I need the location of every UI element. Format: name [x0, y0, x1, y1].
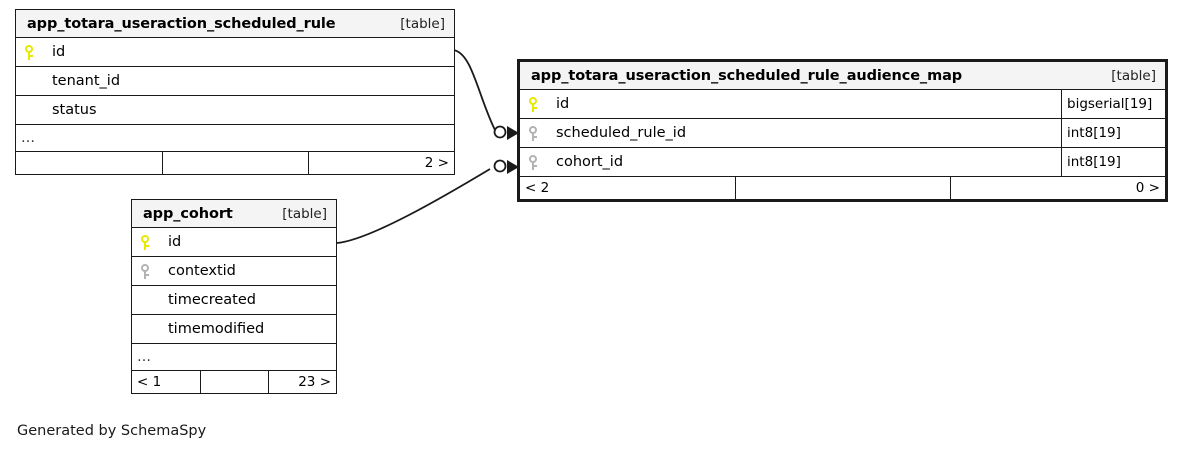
footer-prev-count[interactable]	[16, 152, 162, 174]
table-kind-label: [table]	[400, 15, 445, 32]
table-footer: < 1 23 >	[132, 371, 336, 393]
column-type: int8[19]	[1061, 148, 1165, 176]
footer-next-count[interactable]: 0 >	[950, 177, 1165, 199]
key-slot	[529, 96, 551, 112]
table-title: app_totara_useraction_scheduled_rule_aud…	[531, 67, 963, 84]
key-slot	[141, 234, 163, 250]
footer-middle	[735, 177, 950, 199]
foreign-key-icon	[141, 263, 149, 279]
column-name: timemodified	[168, 321, 265, 337]
column-name: id	[168, 234, 182, 250]
edge-cohort-to-audience-map	[336, 168, 491, 244]
edge-scheduled-rule-to-audience-map	[452, 49, 496, 131]
column-name: contextid	[168, 263, 236, 279]
table-app-totara-useraction-scheduled-rule[interactable]: app_totara_useraction_scheduled_rule [ta…	[15, 9, 455, 175]
table-row[interactable]: tenant_id	[16, 67, 454, 96]
key-slot	[141, 263, 163, 279]
column-name: id	[556, 96, 570, 112]
column-name: scheduled_rule_id	[556, 125, 687, 141]
table-row[interactable]: id	[132, 228, 336, 257]
table-row[interactable]: id bigserial[19]	[520, 90, 1165, 119]
edge-many-arrow-scheduled-rule	[507, 126, 519, 140]
table-header: app_cohort [table]	[132, 200, 336, 228]
edge-zero-marker-scheduled-rule	[493, 125, 507, 139]
table-row[interactable]: scheduled_rule_id int8[19]	[520, 119, 1165, 148]
generated-by-credit: Generated by SchemaSpy	[17, 423, 207, 439]
foreign-key-icon	[529, 125, 537, 141]
primary-key-icon	[529, 96, 537, 112]
table-header: app_totara_useraction_scheduled_rule [ta…	[16, 10, 454, 38]
footer-prev-count[interactable]: < 2	[525, 180, 550, 196]
footer-prev-count[interactable]: < 1	[137, 374, 162, 390]
table-header: app_totara_useraction_scheduled_rule_aud…	[520, 62, 1165, 90]
column-cell: timemodified	[132, 315, 336, 343]
table-row[interactable]: contextid	[132, 257, 336, 286]
footer-middle	[200, 371, 268, 393]
primary-key-icon	[141, 234, 149, 250]
key-slot	[529, 154, 551, 170]
table-row[interactable]: timecreated	[132, 286, 336, 315]
column-cell: cohort_id	[520, 148, 1061, 176]
key-slot	[25, 44, 47, 60]
table-row[interactable]: cohort_id int8[19]	[520, 148, 1165, 177]
column-name: id	[52, 44, 66, 60]
foreign-key-icon	[529, 154, 537, 170]
column-name: cohort_id	[556, 154, 624, 170]
edge-zero-marker-cohort	[493, 159, 507, 173]
column-cell: timecreated	[132, 286, 336, 314]
table-footer: < 2 0 >	[520, 177, 1165, 199]
footer-next-count[interactable]: 2 >	[308, 152, 454, 174]
primary-key-icon	[25, 44, 33, 60]
table-row[interactable]: id	[16, 38, 454, 67]
footer-next-count[interactable]: 23 >	[268, 371, 336, 393]
more-columns-indicator: …	[132, 344, 336, 371]
column-cell: id	[520, 90, 1061, 118]
column-cell: id	[16, 38, 454, 66]
table-kind-label: [table]	[282, 205, 327, 222]
table-kind-label: [table]	[1111, 67, 1156, 84]
column-cell: status	[16, 96, 454, 124]
column-name: tenant_id	[52, 73, 121, 89]
table-footer: 2 >	[16, 152, 454, 174]
more-columns-indicator: …	[16, 125, 454, 152]
edge-many-arrow-cohort	[507, 160, 519, 174]
table-title: app_totara_useraction_scheduled_rule	[27, 15, 336, 32]
column-cell: scheduled_rule_id	[520, 119, 1061, 147]
column-type: bigserial[19]	[1061, 90, 1165, 118]
column-type: int8[19]	[1061, 119, 1165, 147]
column-name: timecreated	[168, 292, 256, 308]
table-row[interactable]: timemodified	[132, 315, 336, 344]
column-cell: id	[132, 228, 336, 256]
column-name: status	[52, 102, 97, 118]
column-cell: contextid	[132, 257, 336, 285]
table-app-cohort[interactable]: app_cohort [table] id context	[131, 199, 337, 394]
column-cell: tenant_id	[16, 67, 454, 95]
table-row[interactable]: status	[16, 96, 454, 125]
table-app-totara-useraction-scheduled-rule-audience-map[interactable]: app_totara_useraction_scheduled_rule_aud…	[517, 59, 1168, 202]
footer-middle	[162, 152, 308, 174]
key-slot	[529, 125, 551, 141]
table-title: app_cohort	[143, 205, 233, 222]
